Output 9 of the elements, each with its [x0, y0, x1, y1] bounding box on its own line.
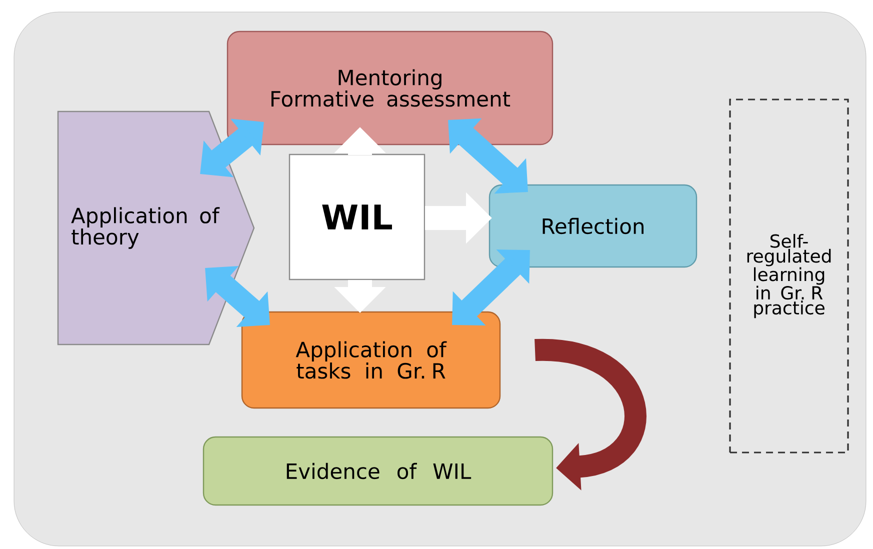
double-arrow [200, 118, 264, 178]
process-box: Mentoring Formative assessment [226, 30, 554, 146]
process-box: Reflection [488, 184, 698, 268]
double-arrow [452, 250, 530, 326]
pentagon-arrow-box: Application of theory [57, 110, 255, 346]
dashed-box: Self-regulated learning in Gr. R practice [729, 98, 849, 454]
process-box: Application of tasks in Gr. R [241, 311, 501, 409]
center-box: WIL [288, 154, 426, 280]
process-box: Evidence of WIL [202, 436, 554, 506]
